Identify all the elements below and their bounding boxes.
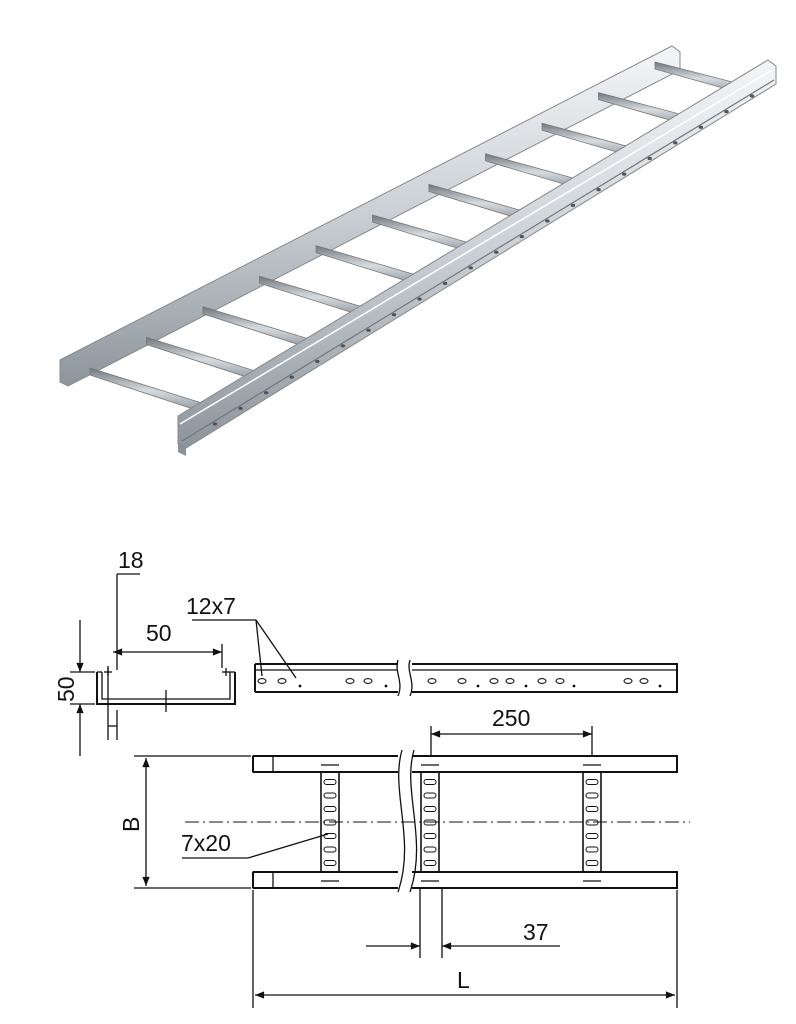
plan-view: B 7x20 250 37 L	[118, 705, 690, 1008]
rung-slot	[423, 860, 437, 866]
side-hole	[639, 678, 649, 684]
label-side-hole-size: 12x7	[186, 593, 236, 619]
rail-hole	[724, 110, 729, 114]
rail-hole	[289, 375, 294, 379]
rail-hole	[263, 391, 269, 395]
side-hole	[257, 678, 267, 684]
plan-rung	[320, 764, 340, 882]
side-hole	[476, 684, 480, 688]
dim-rail-height: 50	[53, 676, 79, 702]
rail-hole	[749, 94, 755, 98]
rung-slot	[585, 860, 599, 866]
rail-hole	[212, 422, 218, 426]
rung-slot	[423, 806, 437, 812]
rail-hole	[442, 281, 448, 286]
rung-slot	[323, 806, 337, 812]
side-hole	[363, 678, 373, 684]
side-hole	[277, 678, 287, 684]
rung-slot	[323, 792, 337, 799]
rung-slot	[585, 792, 599, 799]
side-view: 12x7	[186, 593, 678, 697]
side-hole	[457, 678, 467, 684]
dim-rung-offset: 37	[523, 919, 549, 945]
rail-hole	[570, 203, 576, 207]
side-hole	[489, 678, 499, 684]
rung-slot	[323, 860, 337, 866]
rail-hole	[238, 406, 243, 410]
rung-slot	[423, 779, 437, 785]
rail-hole	[545, 219, 550, 223]
rung-slot	[585, 806, 599, 812]
rail-hole	[673, 141, 678, 145]
side-hole	[505, 678, 515, 684]
ladder-3d-render	[59, 45, 777, 456]
rail-hole	[494, 250, 499, 254]
rail-hole	[391, 313, 397, 317]
rail-hole	[340, 344, 346, 348]
plan-rung	[582, 764, 602, 882]
rail-hole	[468, 266, 473, 270]
label-rung-hole-size: 7x20	[181, 830, 231, 856]
rail-holes	[212, 94, 755, 426]
rail-hole	[698, 125, 704, 129]
side-hole	[537, 678, 547, 684]
rung-slot	[423, 846, 437, 853]
dim-rung-spacing: 250	[492, 705, 530, 731]
rung-slot	[423, 819, 437, 826]
rail-hole	[621, 172, 627, 176]
dim-width-b: B	[118, 817, 144, 832]
rail-hole	[417, 297, 422, 301]
rung-slot	[585, 779, 599, 785]
dim-rail-width: 50	[146, 620, 172, 646]
dim-flange-width: 18	[118, 547, 144, 573]
rail-hole	[315, 359, 320, 364]
cross-section-view: 18 50 50	[53, 547, 236, 756]
side-hole	[572, 684, 576, 688]
ladder-rung	[202, 306, 315, 350]
ladder-rung	[146, 336, 260, 382]
side-hole	[555, 678, 565, 684]
rail-hole	[366, 328, 371, 332]
ladder-rung	[89, 367, 206, 414]
plan-rungs	[320, 764, 602, 882]
side-hole	[623, 678, 633, 684]
rung-slot	[423, 833, 437, 839]
ladder-rungs	[89, 61, 749, 414]
rail-hole	[596, 188, 601, 192]
rung-slot	[323, 779, 337, 785]
rung-slot	[423, 792, 437, 799]
rung-slot	[585, 833, 599, 839]
side-hole	[658, 684, 662, 688]
side-hole	[384, 684, 388, 688]
rung-slot	[585, 846, 599, 853]
rung-slot	[323, 846, 337, 853]
plan-rung	[420, 764, 440, 882]
rung-slot	[585, 819, 599, 826]
side-hole	[298, 684, 302, 688]
rung-slot	[323, 833, 337, 839]
rung-slot	[323, 819, 337, 826]
side-holes	[257, 678, 662, 688]
side-hole	[427, 678, 437, 684]
side-hole	[524, 684, 528, 688]
side-hole	[345, 678, 355, 684]
rail-hole	[647, 156, 652, 161]
rail-hole	[519, 234, 525, 239]
dim-length-l: L	[457, 967, 470, 993]
